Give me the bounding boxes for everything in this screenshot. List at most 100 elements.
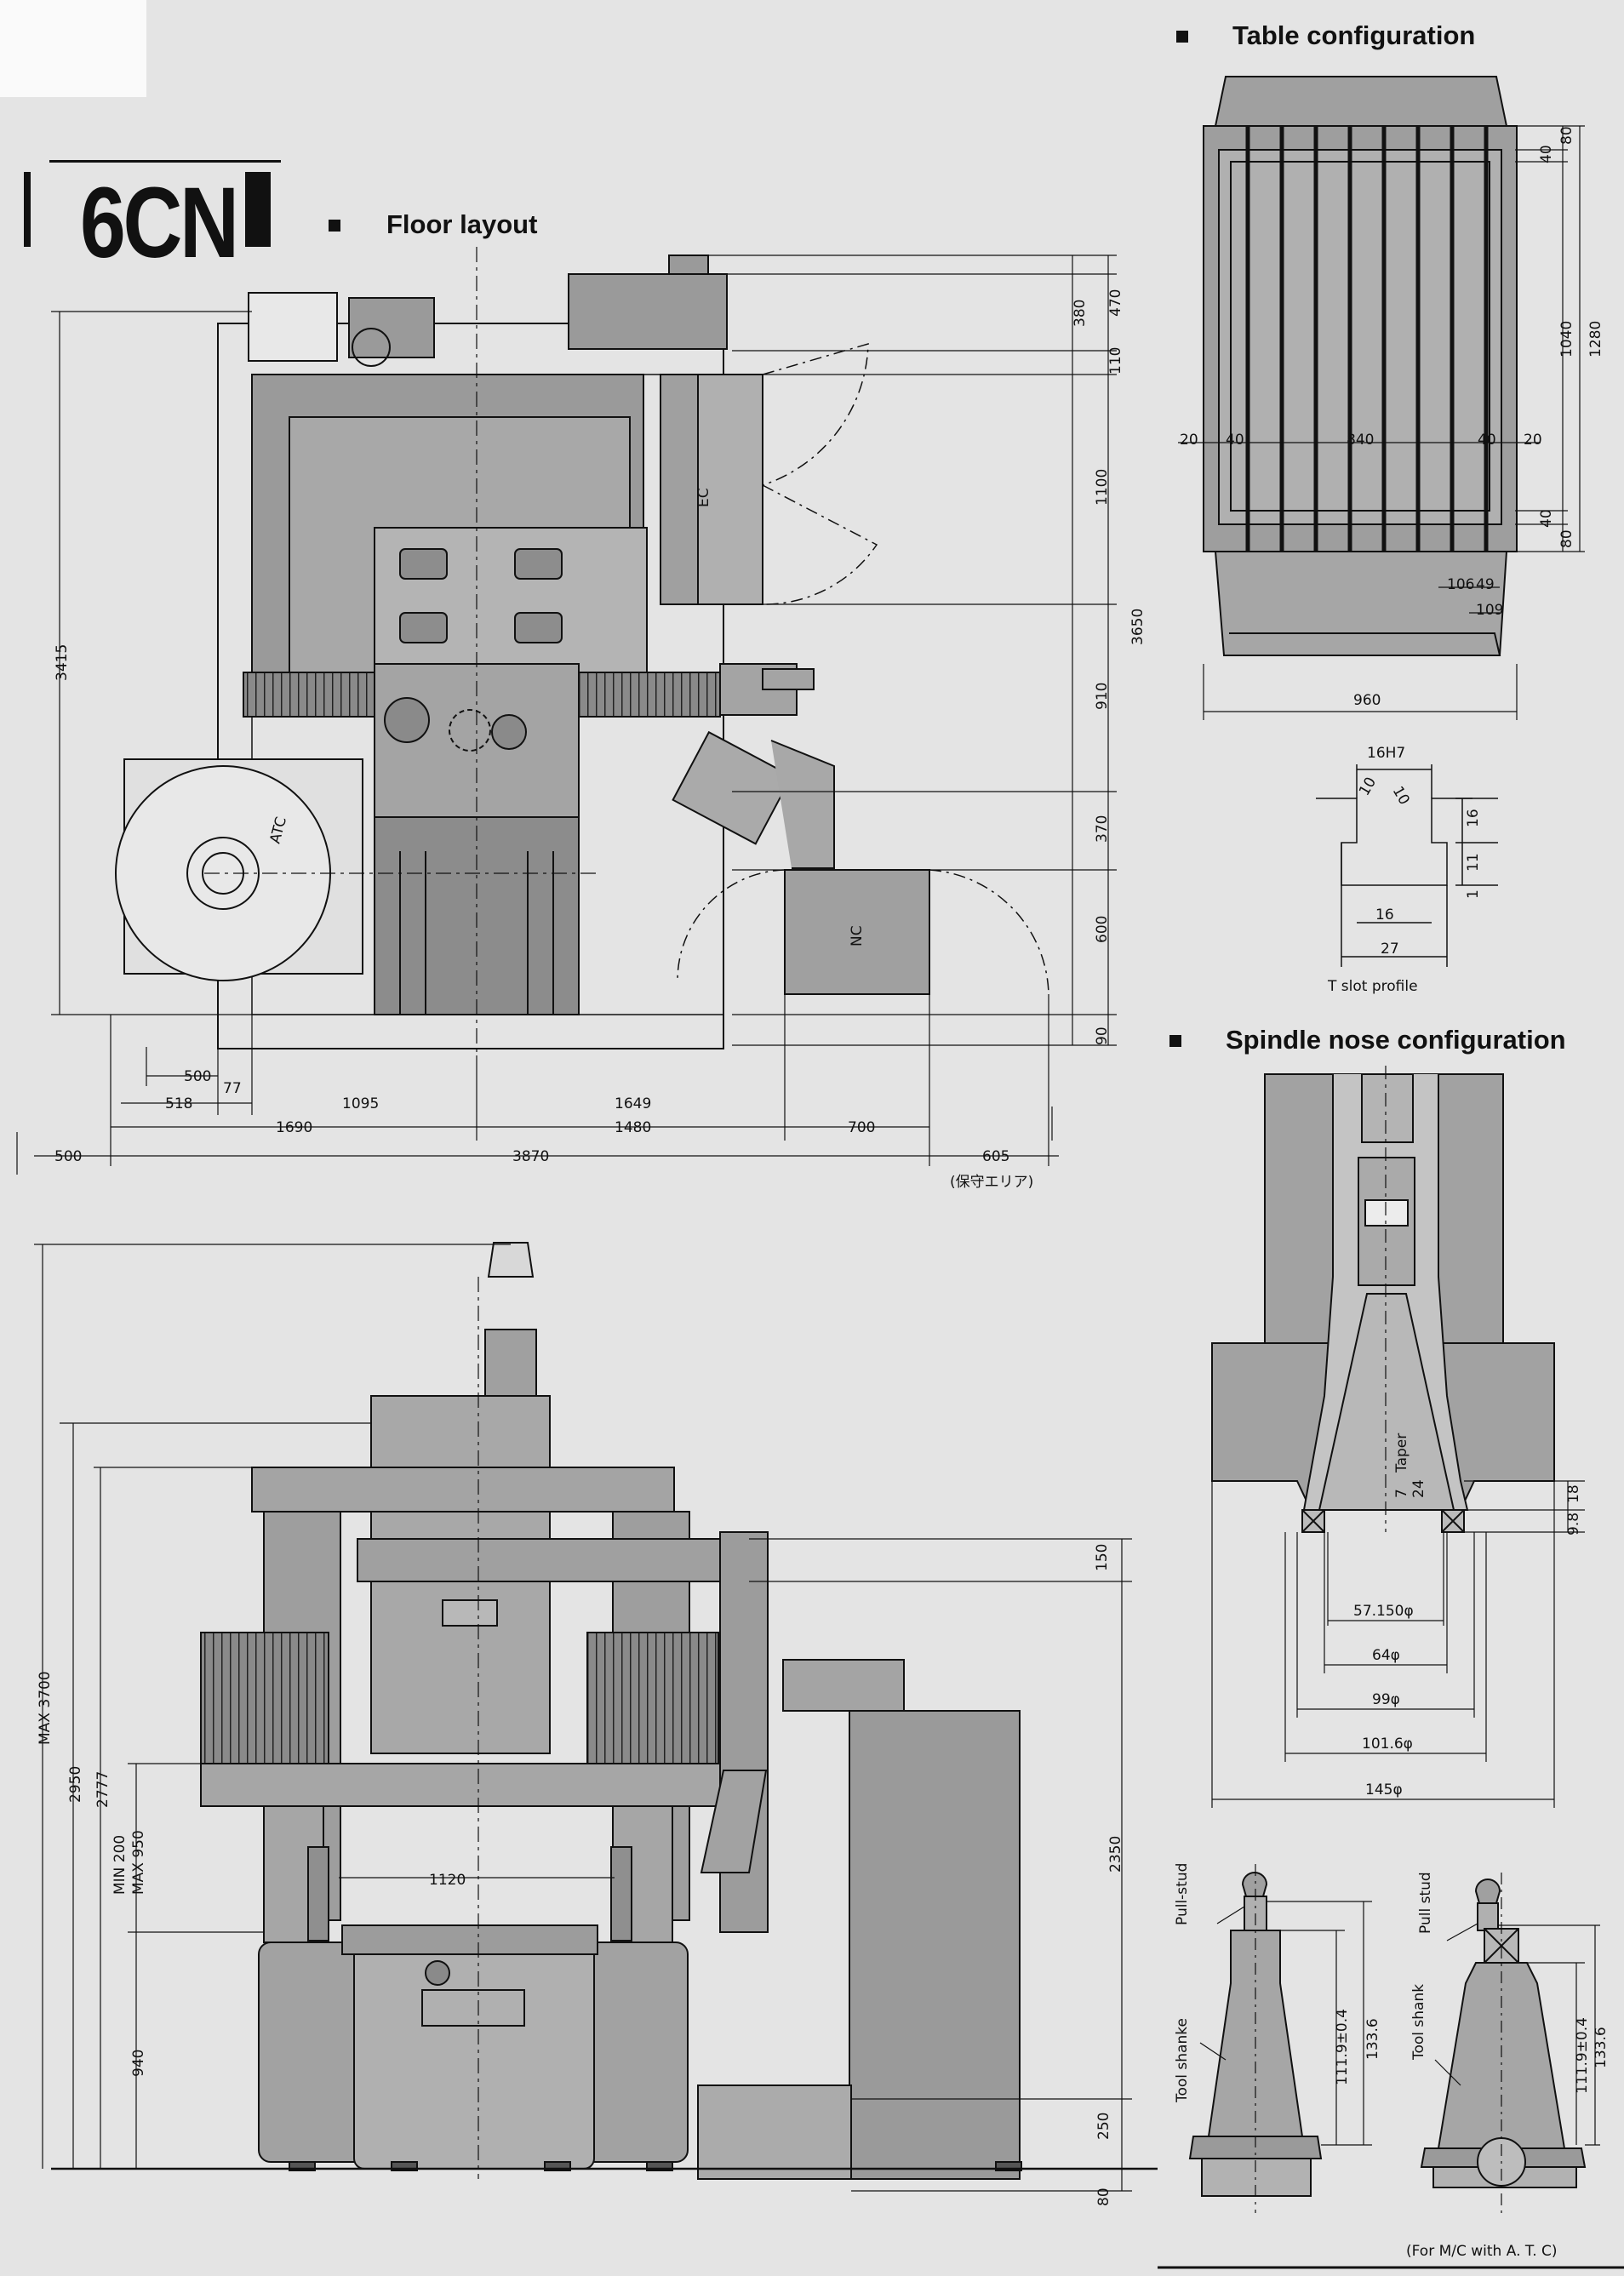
- t-slot-label: T slot profile: [1327, 978, 1418, 995]
- svg-text:2950: 2950: [67, 1766, 84, 1803]
- tool-shank-label-1: Tool shanke: [1174, 2018, 1191, 2103]
- badge-bar-left: [24, 172, 31, 247]
- svg-text:MIN 200: MIN 200: [112, 1835, 129, 1895]
- floor-dims-left: [51, 311, 375, 1015]
- svg-text:80: 80: [1095, 2187, 1112, 2206]
- front-elevation-drawing: [51, 1242, 1158, 2180]
- svg-text:150: 150: [1094, 1544, 1111, 1571]
- svg-text:10: 10: [1389, 784, 1413, 809]
- table-config-dims-text: 80 40 1040 1280 40 80 20 40 840 40 20 10…: [1180, 126, 1604, 709]
- table-config-heading: Table configuration: [1232, 20, 1476, 50]
- floor-layout-plan: [115, 247, 1049, 1055]
- floor-layout-labels: EC ATC NC: [267, 488, 866, 946]
- svg-text:40: 40: [1226, 432, 1244, 449]
- svg-text:1040: 1040: [1558, 321, 1575, 357]
- svg-text:40: 40: [1538, 509, 1555, 528]
- svg-text:106: 106: [1447, 576, 1474, 593]
- svg-text:57.150φ: 57.150φ: [1353, 1603, 1414, 1620]
- svg-text:80: 80: [1558, 126, 1575, 145]
- svg-text:3870: 3870: [512, 1148, 549, 1165]
- svg-text:380: 380: [1072, 300, 1089, 327]
- svg-text:111.9±0.4: 111.9±0.4: [1574, 2017, 1591, 2094]
- front-dims-right-text: 150 2350 250 80: [1094, 1544, 1124, 2206]
- svg-text:40: 40: [1538, 145, 1555, 163]
- svg-text:500: 500: [54, 1148, 82, 1165]
- svg-text:1100: 1100: [1094, 469, 1111, 506]
- bullet-table: [1176, 31, 1188, 43]
- svg-text:145φ: 145φ: [1365, 1781, 1403, 1798]
- spindle-nose-dims: [1211, 1480, 1585, 1808]
- svg-text:80: 80: [1558, 529, 1575, 548]
- tool-shank-1-text: Pull-stud Tool shanke 111.9±0.4 133.6: [1174, 1863, 1381, 2103]
- front-dims-left: [34, 1244, 615, 2169]
- svg-text:27: 27: [1381, 941, 1399, 958]
- taper-numerator: 7: [1393, 1489, 1410, 1498]
- dim-3415: 3415: [54, 644, 71, 681]
- svg-text:470: 470: [1107, 289, 1124, 317]
- svg-text:49: 49: [1476, 576, 1495, 593]
- model-label: 6CN: [80, 167, 239, 279]
- svg-text:1690: 1690: [276, 1119, 312, 1136]
- svg-text:1120: 1120: [429, 1872, 466, 1889]
- taper-denominator: 24: [1410, 1479, 1427, 1498]
- floor-dims-right: [681, 254, 1117, 1046]
- spindle-nose-drawing: [1211, 1066, 1555, 1533]
- tool-shank-2-dims: [1434, 1923, 1600, 2146]
- svg-text:11: 11: [1465, 853, 1482, 872]
- svg-text:600: 600: [1094, 916, 1111, 943]
- corner-blank: [0, 0, 146, 97]
- svg-text:16: 16: [1465, 809, 1482, 827]
- floor-dims-right-text: 470 380 110 1100 3650 910 370 600 90: [1072, 289, 1147, 1045]
- tool-shank-2-text: Pull stud Tool shank 111.9±0.4 133.6: [1410, 1872, 1610, 2094]
- badge-rule: [49, 160, 281, 163]
- svg-text:250: 250: [1095, 2113, 1112, 2140]
- nc-label: NC: [849, 925, 866, 946]
- svg-text:605: 605: [982, 1148, 1009, 1165]
- svg-text:111.9±0.4: 111.9±0.4: [1334, 2009, 1351, 2085]
- svg-text:1280: 1280: [1587, 321, 1604, 357]
- pull-stud-label-1: Pull-stud: [1174, 1863, 1191, 1925]
- svg-text:99φ: 99φ: [1372, 1691, 1400, 1708]
- svg-text:518: 518: [165, 1095, 192, 1112]
- svg-text:40: 40: [1478, 432, 1496, 449]
- floor-dims-bottom: [16, 994, 1059, 1175]
- svg-text:910: 910: [1094, 683, 1111, 710]
- svg-text:16H7: 16H7: [1367, 745, 1405, 762]
- spindle-nose-dims-text: 18 9.8 57.150φ 64φ 99φ 101.6φ 145φ: [1353, 1484, 1582, 1798]
- t-slot-dims: 16H7 10 10 16 11 1 16 27 T slot profile: [1327, 745, 1482, 995]
- pull-stud-label-2: Pull stud: [1417, 1872, 1434, 1934]
- svg-text:20: 20: [1180, 432, 1198, 449]
- svg-text:109: 109: [1476, 602, 1503, 619]
- svg-text:840: 840: [1347, 432, 1374, 449]
- bullet-spindle: [1169, 1035, 1181, 1047]
- svg-text:133.6: 133.6: [1593, 2027, 1610, 2068]
- footnote: (For M/C with A. T. C): [1406, 2243, 1558, 2260]
- spindle-config-heading: Spindle nose configuration: [1226, 1025, 1566, 1055]
- tool-shank-2: [1420, 1873, 1587, 2213]
- spindle-nose-taper: 7 24 Taper: [1393, 1433, 1427, 1498]
- svg-text:370: 370: [1094, 815, 1111, 843]
- ec-label: EC: [695, 488, 712, 507]
- svg-text:3650: 3650: [1129, 609, 1147, 645]
- taper-word: Taper: [1393, 1433, 1410, 1473]
- badge-bar-right: [245, 172, 271, 247]
- svg-text:133.6: 133.6: [1364, 2018, 1381, 2060]
- svg-text:20: 20: [1524, 432, 1542, 449]
- svg-text:1649: 1649: [615, 1095, 651, 1112]
- svg-text:MAX 3700: MAX 3700: [37, 1671, 54, 1745]
- svg-text:90: 90: [1094, 1026, 1111, 1045]
- svg-text:9.8: 9.8: [1565, 1513, 1582, 1535]
- front-dims-right: [749, 1538, 1132, 2192]
- svg-text:10: 10: [1356, 775, 1380, 799]
- floor-dims-bottom-text: 500 518 77 1095 1649 1690 1480 700 500 3…: [54, 1068, 1009, 1165]
- tool-shank-1-dims: [1199, 1901, 1372, 2146]
- svg-text:700: 700: [848, 1119, 875, 1136]
- tool-shank-1: [1188, 1864, 1323, 2213]
- svg-text:1: 1: [1465, 889, 1482, 899]
- svg-text:2777: 2777: [94, 1771, 112, 1808]
- tool-shank-label-2: Tool shank: [1410, 1984, 1427, 2061]
- svg-text:1095: 1095: [342, 1095, 379, 1112]
- front-dims-left-text: MAX 3700 2950 2777 MIN 200 MAX 950 940 1…: [37, 1671, 466, 2077]
- svg-text:110: 110: [1107, 347, 1124, 375]
